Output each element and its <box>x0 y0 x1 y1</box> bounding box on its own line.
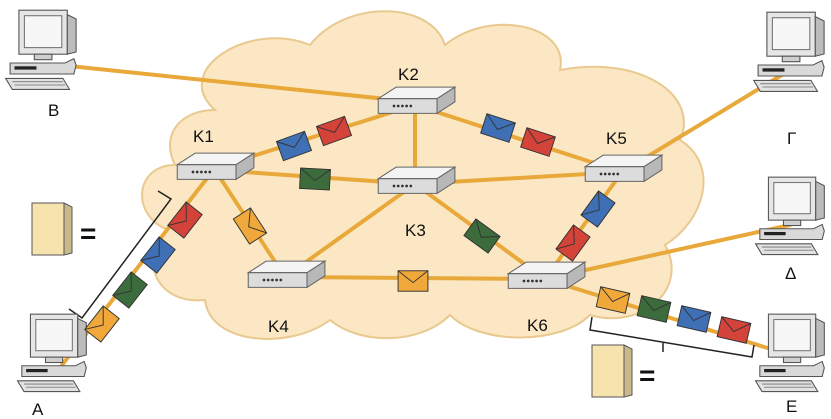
router-icon <box>377 166 456 194</box>
computer-icon <box>5 9 77 90</box>
router-label-k3: K3 <box>405 221 426 240</box>
envelope-icon <box>676 305 712 333</box>
message-document-icon <box>31 202 73 256</box>
router-label-k4: K4 <box>268 317 289 336</box>
envelope-icon <box>299 167 331 191</box>
router-label-k6: K6 <box>527 316 548 335</box>
envelope-icon <box>84 305 120 343</box>
router-icon <box>507 261 586 289</box>
router-icon <box>377 86 456 114</box>
router-icon <box>247 260 326 288</box>
computer-label-b: B <box>48 101 60 120</box>
computer-label-a: A <box>32 400 44 419</box>
router-label-k2: K2 <box>398 65 419 84</box>
equals-sign-left: = <box>80 218 97 249</box>
computer-icon <box>16 313 87 393</box>
envelope-icon <box>397 270 429 292</box>
router-icon <box>176 152 255 180</box>
router-label-k1: K1 <box>193 127 214 146</box>
computer-icon <box>754 176 825 256</box>
packet-group-bracket-left <box>68 190 173 320</box>
router-label-k5: K5 <box>606 129 627 148</box>
envelope-icon <box>112 271 148 309</box>
computer-icon <box>754 313 825 393</box>
computer-label-g: Γ <box>787 129 797 148</box>
packet-group-bracket-right <box>589 316 755 358</box>
envelope-icon <box>716 316 752 344</box>
router-icon <box>584 154 663 182</box>
computer-icon <box>753 11 825 92</box>
computer-label-e: E <box>786 397 798 416</box>
equals-sign-right: = <box>639 360 656 391</box>
computer-label-d: Δ <box>785 264 797 283</box>
envelope-icon <box>636 295 672 323</box>
message-document-icon <box>591 344 633 398</box>
